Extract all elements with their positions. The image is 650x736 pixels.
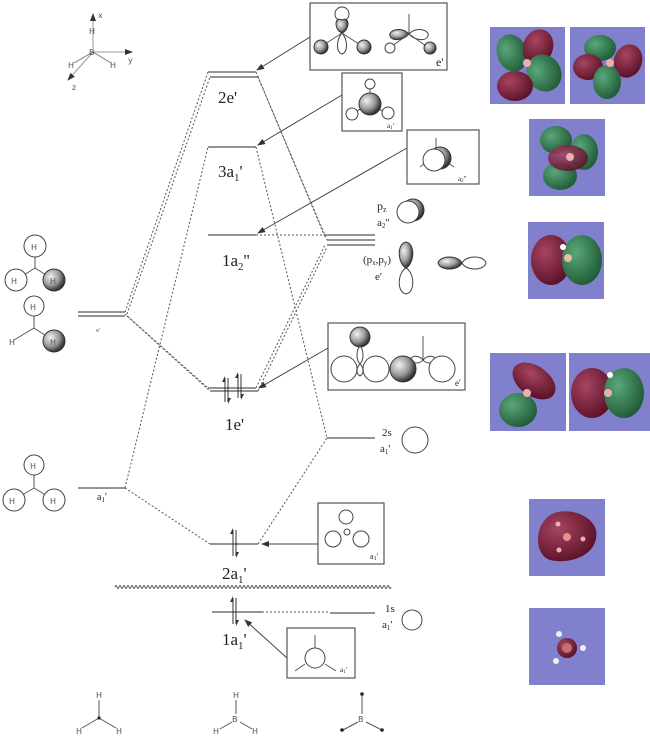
box-1a1: a1' [244, 619, 356, 679]
svg-text:H: H [31, 243, 37, 252]
svg-text:H: H [96, 691, 102, 700]
axis-z-label: z [72, 83, 76, 92]
svg-text:a1': a1' [382, 619, 392, 632]
b-structure: B [340, 692, 384, 732]
b-py-orbital-icon [437, 256, 487, 270]
mo-label-3a1: 3a1' [218, 162, 243, 184]
b-px-orbital-icon [398, 241, 414, 295]
svg-text:H: H [50, 497, 56, 506]
svg-text:H: H [50, 277, 56, 286]
h3-salc-e-1: H H H [4, 234, 66, 292]
box-1e: e' [258, 322, 466, 391]
axis-y-label: y [128, 56, 133, 65]
mo-render-2e-a [490, 27, 565, 104]
svg-text:e': e' [436, 55, 444, 69]
mo-render-1a2 [528, 222, 604, 299]
mo-level-1a2: 1a2'' [208, 234, 256, 273]
bh3-structure: B H H H [213, 691, 258, 736]
mo-render-1a1 [529, 608, 605, 685]
svg-text:H: H [30, 303, 36, 312]
mo-label-1a2: 1a2'' [222, 251, 250, 273]
h3-salc-e-2: H H H [9, 295, 66, 353]
svg-text:e': e' [375, 271, 382, 283]
h3-a1-level: a1' [78, 487, 125, 504]
box-2e: e' [256, 2, 448, 71]
mo-label-2a1: 2a1' [222, 564, 247, 586]
svg-text:H: H [233, 691, 239, 700]
b-2s-orbital-icon [401, 426, 429, 454]
svg-text:H: H [50, 338, 56, 347]
mo-level-1e: 1e' [208, 372, 258, 434]
b-2p-level [325, 234, 375, 246]
svg-text:H: H [30, 462, 36, 471]
correlation-lines [124, 71, 330, 613]
mo-level-3a1: 3a1' [208, 146, 256, 184]
svg-text:H: H [68, 61, 74, 70]
svg-text:pz: pz [377, 199, 387, 214]
mo-label-1e: 1e' [225, 415, 244, 434]
box-2a1: a1' [261, 502, 385, 565]
svg-text:B: B [232, 715, 238, 724]
svg-text:H: H [213, 727, 219, 736]
svg-text:a1': a1' [387, 122, 394, 131]
b-1s-orbital-icon [401, 609, 423, 631]
energy-break-line [114, 585, 392, 589]
h3-structure: H H H [76, 691, 122, 736]
svg-text:H: H [110, 61, 116, 70]
svg-text:H: H [9, 338, 15, 347]
b-2s-level: 2s a1' [327, 426, 429, 456]
mo-level-1a1: 1a1' [212, 596, 262, 652]
b-pz-label: pz a2'' [377, 199, 389, 230]
svg-text:1s: 1s [385, 603, 395, 615]
b-1s-level: 1s a1' [330, 603, 423, 632]
svg-text:B: B [358, 715, 364, 724]
mo-render-2e-b [570, 27, 645, 104]
mo-level-2e: 2e' [208, 71, 258, 107]
box-1a2: a2'' [257, 129, 480, 234]
axis-center-label: B [89, 48, 95, 57]
axis-x-label: x [98, 11, 103, 20]
h3-salc-a1: H H H [2, 454, 66, 512]
svg-text:a2'': a2'' [377, 217, 389, 230]
svg-text:H: H [252, 727, 258, 736]
mo-label-2e: 2e' [218, 88, 237, 107]
box-3a1: a1' [257, 72, 403, 146]
b-pz-orbital-icon [396, 198, 425, 224]
svg-text:a1': a1' [370, 552, 379, 562]
svg-text:e': e' [96, 328, 100, 334]
svg-text:H: H [116, 727, 122, 736]
mo-render-2a1 [529, 499, 605, 576]
mo-render-3a1 [529, 119, 605, 196]
svg-text:2s: 2s [382, 427, 392, 439]
h3-e-level: e' [78, 311, 125, 334]
svg-text:e': e' [455, 378, 461, 388]
svg-text:H: H [11, 277, 17, 286]
b-pxpy-label: (px,py) e' [363, 254, 391, 283]
mo-render-1e-b [569, 353, 650, 431]
svg-text:H: H [89, 27, 95, 36]
svg-text:H: H [9, 497, 15, 506]
mo-label-1a1: 1a1' [222, 630, 247, 652]
mo-level-2a1: 2a1' [210, 528, 258, 586]
svg-text:a2'': a2'' [458, 175, 466, 184]
mo-render-1e-a [490, 353, 566, 431]
svg-text:H: H [76, 727, 82, 736]
axes-icon: x y z B H H H [67, 11, 133, 92]
svg-text:a1': a1' [340, 666, 347, 675]
svg-text:(px,py): (px,py) [363, 254, 391, 267]
svg-text:a1': a1' [97, 492, 107, 504]
svg-text:a1': a1' [380, 443, 390, 456]
